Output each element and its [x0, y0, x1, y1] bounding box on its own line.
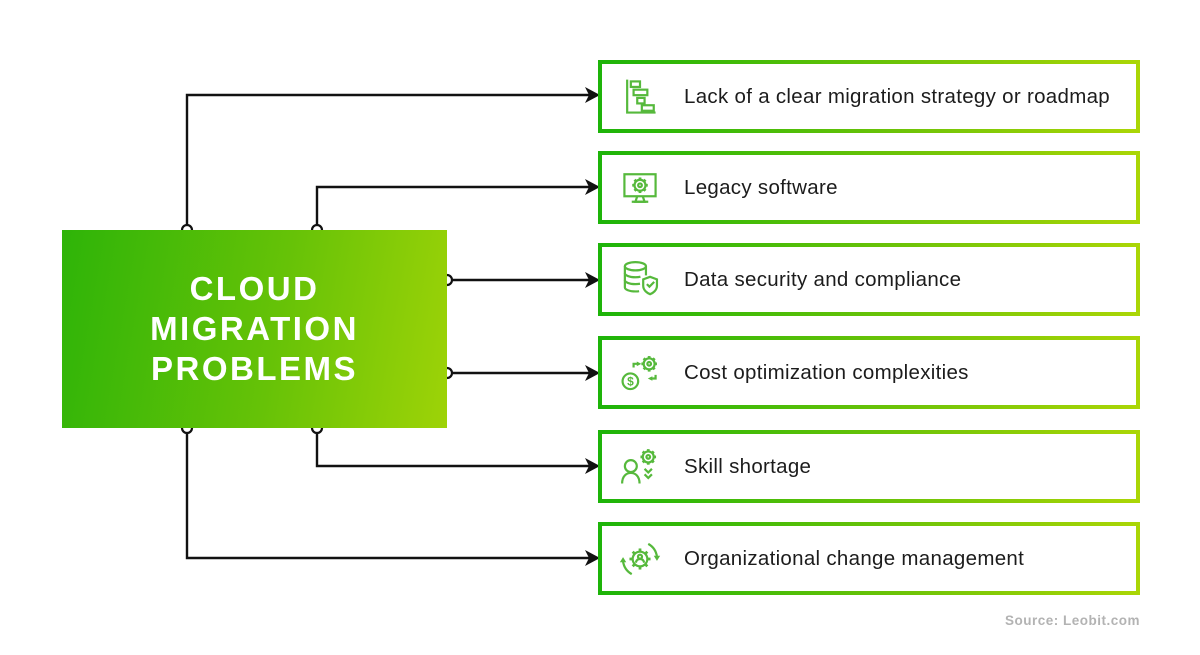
gantt-roadmap-icon — [616, 73, 664, 121]
item-label: Skill shortage — [684, 454, 812, 478]
item-box-legacy-software: Legacy software — [598, 151, 1140, 224]
gear-cycle-icon — [616, 535, 664, 583]
main-title-line: CLOUD — [189, 270, 320, 307]
database-shield-icon — [616, 256, 664, 304]
dollar-gear-exchange-icon: $ — [616, 349, 664, 397]
monitor-gear-icon — [616, 164, 664, 212]
item-label: Organizational change management — [684, 546, 1025, 570]
item-label: Legacy software — [684, 175, 838, 199]
item-label: Cost optimization complexities — [684, 360, 969, 384]
person-gear-shortage-icon — [616, 443, 664, 491]
item-box-cost-optimization: $ Cost optimization complexities — [598, 336, 1140, 409]
item-box-migration-strategy: Lack of a clear migration strategy or ro… — [598, 60, 1140, 133]
main-title-line: MIGRATION — [150, 310, 359, 347]
item-label: Data security and compliance — [684, 267, 962, 291]
main-title-line: PROBLEMS — [150, 350, 358, 387]
item-box-change-management: Organizational change management — [598, 522, 1140, 595]
svg-text:$: $ — [627, 374, 634, 388]
main-topic-box: CLOUD MIGRATION PROBLEMS — [62, 230, 447, 428]
item-label: Lack of a clear migration strategy or ro… — [684, 84, 1110, 108]
item-box-skill-shortage: Skill shortage — [598, 430, 1140, 503]
item-box-data-security: Data security and compliance — [598, 243, 1140, 316]
source-note: Source: Leobit.com — [1004, 613, 1140, 628]
